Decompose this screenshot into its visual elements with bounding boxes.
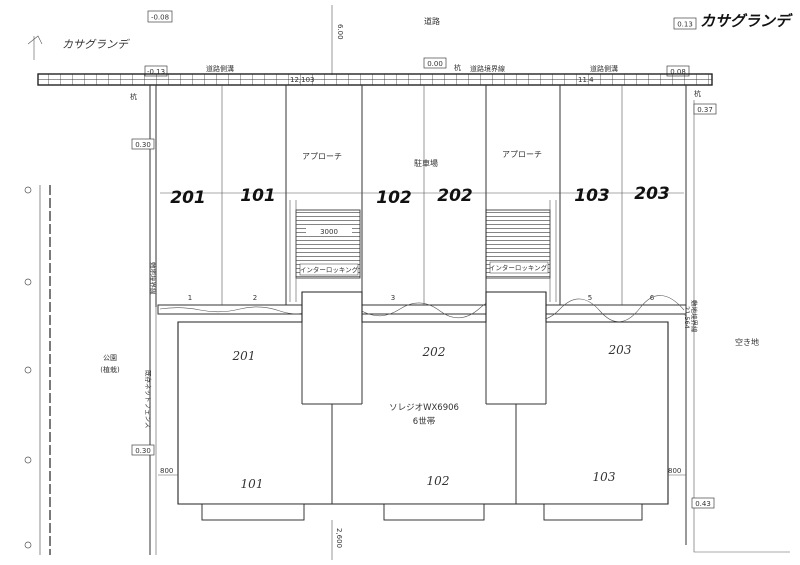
left-fence [24,185,51,555]
approach-right-label: アプローチ [502,150,542,159]
parking-unit-label: 102 [376,188,412,208]
dim-12103: 12,103 [290,76,315,84]
boundary-label-mid: 道路境界線 [470,64,505,73]
svg-text:0.30: 0.30 [135,141,151,149]
parking-lot [155,85,684,307]
road-label: 道路 [424,16,440,26]
interlocking-left-label: インターロッキング [300,265,359,274]
fence-label: 既存ネットフェンス [144,370,153,428]
park-sub-label: (植栽) [100,365,120,374]
road-width-dim: 6.00 [336,24,344,40]
dim-800-right: 800 [668,467,681,475]
stake-left: 杭 [130,92,137,101]
handwritten-note: カサグランデ [27,35,130,60]
svg-text:0.13: 0.13 [677,21,693,29]
space-number: 1 [188,294,192,302]
interlocking-left [289,200,361,302]
note-text: カサグランデ [62,38,130,51]
interlocking-right [485,200,557,302]
svg-text:0.30: 0.30 [135,447,151,455]
level-box-030a: 0.30 [131,138,155,150]
unit-label-upper: 201 [232,349,256,363]
level-box-030b: 0.30 [131,444,155,456]
building-name: ソレジオWX6906 [389,403,459,413]
space-number: 3 [391,294,395,302]
boundary-label-right: 道路側溝 [590,64,618,73]
dim-114: 11.4 [578,76,594,84]
dim-800-left: 800 [160,467,173,475]
dim-3000: 3000 [320,228,338,236]
stake-mid: 杭 [454,63,461,72]
svg-text:0.37: 0.37 [697,106,713,114]
level-box-037: 0.37 [693,103,717,115]
stake-right: 杭 [694,89,701,98]
parking-unit-label: 203 [634,184,670,204]
parking-unit-label: 103 [574,186,610,206]
park-label: 公園 [103,354,117,362]
level-box-mid: 0.00 [423,57,447,69]
dim-2600: 2,600 [335,528,343,548]
unit-label-upper: 202 [422,345,446,359]
building-units: 6世帯 [413,416,436,427]
curb-strip [157,295,687,323]
space-number: 2 [253,294,257,302]
approach-left-label: アプローチ [302,152,342,161]
unit-label-lower: 101 [241,477,264,491]
level-box-043: 0.43 [691,497,715,509]
boundary-label-left: 道路側溝 [206,64,234,73]
space-number: 6 [650,294,655,302]
unit-label-lower: 102 [427,474,450,488]
building [177,291,669,521]
svg-text:-0.13: -0.13 [147,68,165,76]
svg-text:-0.08: -0.08 [151,14,169,22]
road-ditch [37,73,713,86]
parking-unit-label: 202 [437,186,473,206]
right-boundary-label: 敷地境界線 [690,300,699,333]
parking-label: 駐車場 [414,158,438,168]
svg-text:0.43: 0.43 [695,500,711,508]
unit-label-lower: 103 [593,470,616,484]
vacant-land-label: 空き地 [735,337,759,347]
svg-text:0.08: 0.08 [670,68,686,76]
interlocking-right-label: インターロッキング [489,263,548,272]
level-box-top-left: -0.08 [147,10,173,23]
handwritten-title: カサグランデ [700,12,793,30]
parking-unit-label: 101 [240,186,276,206]
unit-label-upper: 203 [608,343,632,357]
left-boundary-label: 敷地境界線 [149,262,158,295]
level-box-top-right: 0.13 [673,17,697,30]
parking-unit-label: 201 [170,188,206,208]
svg-text:0.00: 0.00 [427,60,443,68]
right-dim: 21,564 [683,306,691,329]
space-number: 5 [588,294,592,302]
